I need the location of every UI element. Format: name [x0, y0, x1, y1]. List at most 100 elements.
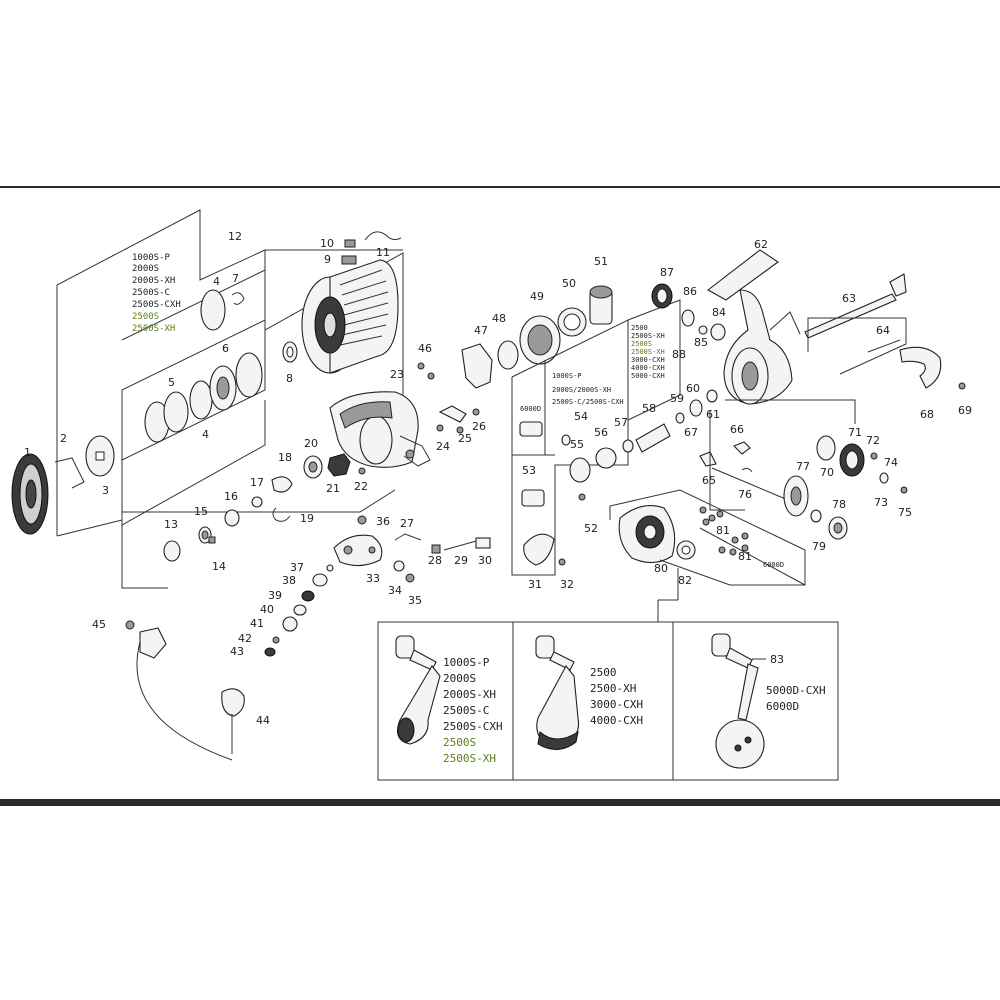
rotor-model-0: 1000S-P [552, 372, 582, 380]
callout-84: 84 [712, 306, 726, 319]
callout-83: 83 [770, 653, 784, 666]
handle-b-model-1: 2500-XH [590, 682, 636, 695]
parts-24-26[interactable] [436, 405, 480, 434]
handle-b-drawing[interactable] [535, 635, 580, 750]
parts-63-64-68-side[interactable] [804, 273, 966, 390]
callout-80: 80 [654, 562, 668, 575]
callout-2: 2 [60, 432, 67, 445]
part-3-washer[interactable] [85, 435, 115, 477]
callout-41: 41 [250, 617, 264, 630]
pinion-parts[interactable] [519, 389, 718, 507]
line-roller-stack[interactable] [264, 515, 491, 657]
handle-a-model-4: 2500S-CXH [443, 720, 503, 733]
handle-c-model-1: 6000D [766, 700, 799, 713]
callout-64: 64 [876, 324, 890, 337]
part-81-screws[interactable] [699, 506, 749, 556]
gear-model-4: 3000-CXH [631, 356, 665, 364]
callout-85: 85 [694, 336, 708, 349]
spool-model-list: 1000S-P 2000S 2000S-XH 2500S-C 2500S-CXH… [132, 253, 181, 334]
part-23-bail-arm-assembly[interactable] [329, 391, 431, 468]
callout-73: 73 [874, 496, 888, 509]
screw-box-frame [609, 489, 806, 586]
handle-b-model-3: 4000-CXH [590, 714, 643, 727]
callout-4a: 4 [213, 275, 220, 288]
part-80-rotor-plate[interactable] [618, 505, 696, 564]
part-44-bail-wire[interactable] [125, 620, 245, 761]
gear-model-0: 2500 [631, 324, 648, 332]
callout-10: 10 [320, 237, 334, 250]
handle-a-models: 1000S-P 2000S 2000S-XH 2500S-C 2500S-CXH… [443, 656, 503, 765]
callout-63: 63 [842, 292, 856, 305]
callout-40: 40 [260, 603, 274, 616]
callout-31: 31 [528, 578, 542, 591]
part-1-drag-knob[interactable] [11, 453, 49, 535]
gear-model-3: 2500S-XH [631, 348, 665, 356]
screw-box-label: 6000D [763, 561, 784, 569]
drag-washer-stack[interactable] [144, 289, 263, 443]
callout-12: 12 [228, 230, 242, 243]
callout-86: 86 [683, 285, 697, 298]
gear-model-1: 2500S-XH [631, 332, 665, 340]
callout-50: 50 [562, 277, 576, 290]
callout-88: 88 [672, 348, 686, 361]
callout-26: 26 [472, 420, 486, 433]
callout-68: 68 [920, 408, 934, 421]
rotor-model-1: 2000S/2000S-XH [552, 386, 611, 394]
handle-a-drawing[interactable] [395, 635, 441, 745]
callout-6: 6 [222, 342, 229, 355]
gear-model-6: 5000-CXH [631, 372, 665, 380]
callout-32: 32 [560, 578, 574, 591]
handle-b-model-0: 2500 [590, 666, 617, 679]
callout-71: 71 [848, 426, 862, 439]
callout-51: 51 [594, 255, 608, 268]
spool-model-3: 2500S-C [132, 288, 170, 298]
callout-69: 69 [958, 404, 972, 417]
callout-72: 72 [866, 434, 880, 447]
rotor-alt-label: 6000D [520, 405, 541, 413]
callout-24: 24 [436, 440, 450, 453]
rotor-group[interactable] [417, 285, 613, 389]
callout-82: 82 [678, 574, 692, 587]
roller-group-frame [121, 489, 396, 589]
callout-77: 77 [796, 460, 810, 473]
part-9-10-11-clicker[interactable] [341, 231, 402, 265]
callout-57: 57 [614, 416, 628, 429]
spool-body[interactable] [301, 259, 399, 374]
callout-75: 75 [898, 506, 912, 519]
callout-62: 62 [754, 238, 768, 251]
callout-65: 65 [702, 474, 716, 487]
part-8-bearing[interactable] [282, 341, 298, 363]
callout-7: 7 [232, 272, 239, 285]
callout-42: 42 [238, 632, 252, 645]
callout-28: 28 [428, 554, 442, 567]
callout-81b: 81 [738, 550, 752, 563]
handle-a-model-6: 2500S-XH [443, 752, 496, 765]
callout-76: 76 [738, 488, 752, 501]
handle-c-drawing[interactable] [711, 633, 766, 769]
callout-36: 36 [376, 515, 390, 528]
part-87-86-collar[interactable] [651, 283, 726, 341]
callout-60: 60 [686, 382, 700, 395]
roller-parts[interactable] [163, 453, 366, 562]
part-2-clip[interactable] [54, 457, 85, 489]
callout-16: 16 [224, 490, 238, 503]
callout-55: 55 [570, 438, 584, 451]
callout-4b: 4 [202, 428, 209, 441]
part-31-bail-holder[interactable] [523, 533, 566, 566]
callout-22: 22 [354, 480, 368, 493]
rotor-model-list: 1000S-P 2000S/2000S-XH 2500S-C/2500S-CXH… [520, 372, 624, 413]
drive-gear-group[interactable] [699, 435, 908, 540]
callout-numbers: 1 2 3 4 4 5 6 7 8 9 10 11 12 13 14 15 16… [24, 230, 972, 727]
callout-70: 70 [820, 466, 834, 479]
callout-30: 30 [478, 554, 492, 567]
part-62-reel-body[interactable] [707, 249, 801, 405]
callout-18: 18 [278, 451, 292, 464]
handle-c-model-0: 5000D-CXH [766, 684, 826, 697]
handle-b-models: 2500 2500-XH 3000-CXH 4000-CXH [590, 666, 643, 727]
callout-48: 48 [492, 312, 506, 325]
callout-46: 46 [418, 342, 432, 355]
callout-11: 11 [376, 246, 390, 259]
spool-model-1: 2000S [132, 264, 159, 274]
gear-model-5: 4000-CXH [631, 364, 665, 372]
